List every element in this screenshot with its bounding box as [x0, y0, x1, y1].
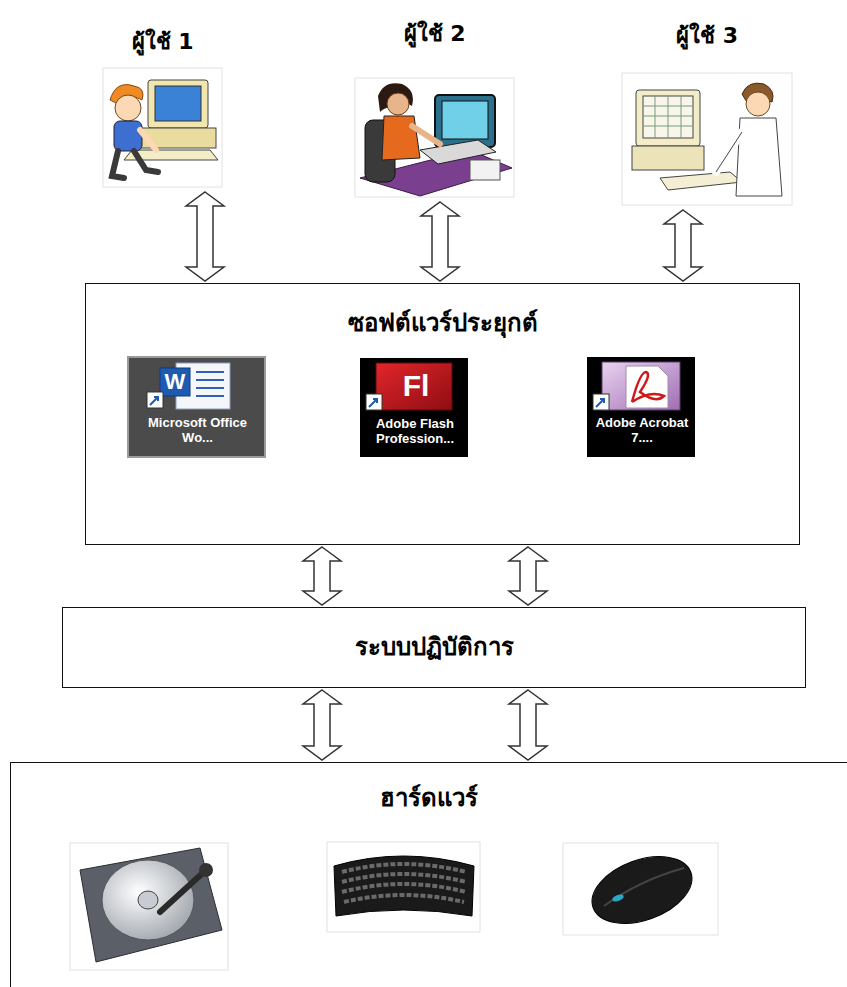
user-figure: ผู้ใช้ 3 [618, 22, 796, 208]
mouse-picture-part [611, 893, 624, 903]
user-illustration-part [112, 151, 158, 178]
node-title: ผู้ใช้ 1 [132, 28, 194, 57]
user-illustration-part [442, 101, 488, 139]
user-illustration-part [622, 73, 792, 205]
user-illustration-part [632, 146, 704, 170]
user-illustration-part [387, 93, 409, 115]
hard-disk-picture-part [160, 870, 206, 912]
double-arrow [509, 690, 547, 760]
word-icon-part [128, 357, 265, 457]
user-figure: ผู้ใช้ 2 [352, 20, 517, 200]
node-title: Adobe Acrobat 7.... [592, 416, 692, 446]
node-title: ระบบปฏิบัติการ [355, 632, 514, 663]
word-icon-part [160, 368, 190, 396]
flash-icon-part [366, 394, 382, 410]
double-arrow [664, 210, 702, 281]
hard-disk-picture-part [102, 860, 194, 940]
icon-letter: W [160, 368, 190, 396]
mouse-picture [563, 843, 718, 936]
user-illustration-part [660, 172, 742, 190]
user-illustration-part [636, 90, 700, 146]
user-illustration-part [643, 96, 693, 138]
keyboard-picture-part [342, 864, 466, 902]
acrobat-icon-part [593, 394, 609, 410]
user-illustration [622, 73, 792, 205]
acrobat-icon-part [587, 357, 695, 457]
user-illustration-part [382, 116, 420, 160]
mouse-picture-part [563, 843, 718, 935]
user-illustration-part [155, 86, 201, 121]
hard-disk-picture-part [70, 843, 228, 970]
user-illustration-part [435, 95, 495, 147]
mouse-picture-part [604, 868, 684, 906]
hard-disk-picture-part [199, 863, 213, 877]
user-illustration-part [114, 121, 142, 151]
word-icon-part [196, 372, 224, 396]
app-icon: Microsoft Office Wo... [129, 358, 266, 458]
keyboard-picture [327, 842, 480, 932]
node-title: ซอฟต์แวร์ประยุกต์ [86, 308, 799, 339]
os-layer-box: ระบบปฏิบัติการ [62, 607, 806, 688]
user-illustration-part [115, 95, 141, 121]
flash-icon-part [369, 399, 377, 407]
double-arrow [421, 202, 459, 281]
user-illustration-part [103, 68, 222, 187]
word-icon-part [150, 397, 158, 405]
keyboard-picture-part [327, 842, 480, 932]
node-title: Adobe Flash Profession... [365, 417, 465, 447]
flash-icon [360, 358, 468, 457]
acrobat-icon [587, 357, 695, 457]
user-illustration-part [148, 80, 208, 128]
double-arrow [509, 547, 547, 605]
app-icon: Adobe Acrobat 7.... [588, 358, 696, 458]
user-illustration-part [716, 132, 742, 172]
flash-icon-part [360, 358, 468, 457]
user-illustration-part [140, 130, 156, 150]
user-illustration-part [746, 92, 770, 116]
word-icon-part [147, 392, 163, 408]
keyboard-picture-part [334, 856, 474, 916]
acrobat-icon-part [632, 372, 664, 402]
user-figure: ผู้ใช้ 1 [100, 28, 225, 190]
user-illustration-part [470, 160, 500, 180]
user-illustration-part [355, 78, 514, 197]
node-title: ผู้ใช้ 3 [676, 22, 738, 51]
flash-icon-part [376, 363, 452, 410]
acrobat-icon-part [602, 362, 680, 410]
double-arrow [303, 690, 341, 760]
hard-disk-picture-part [80, 848, 222, 962]
user-illustration-part [716, 132, 742, 172]
word-icon [128, 357, 265, 457]
hard-disk-picture [70, 843, 228, 970]
user-illustration [355, 78, 514, 197]
user-illustration-part [412, 126, 440, 144]
node-title: Microsoft Office Wo... [133, 416, 262, 446]
hard-disk-picture-part [138, 891, 158, 909]
mouse-picture-part [583, 844, 701, 936]
hardware-layer-box: ฮาร์ดแวร์ [10, 762, 847, 987]
user-illustration [103, 68, 222, 187]
icon-letter: Fl [394, 366, 438, 406]
acrobat-icon-part [596, 399, 604, 407]
node-title: ผู้ใช้ 2 [404, 20, 466, 49]
user-illustration-part [643, 96, 693, 138]
node-title: ฮาร์ดแวร์ [11, 783, 847, 814]
double-arrow [303, 547, 341, 605]
acrobat-icon-part [626, 366, 668, 408]
double-arrow [186, 192, 224, 281]
software-layer-box: ซอฟต์แวร์ประยุกต์ Microsoft Office Wo... A… [85, 283, 800, 545]
